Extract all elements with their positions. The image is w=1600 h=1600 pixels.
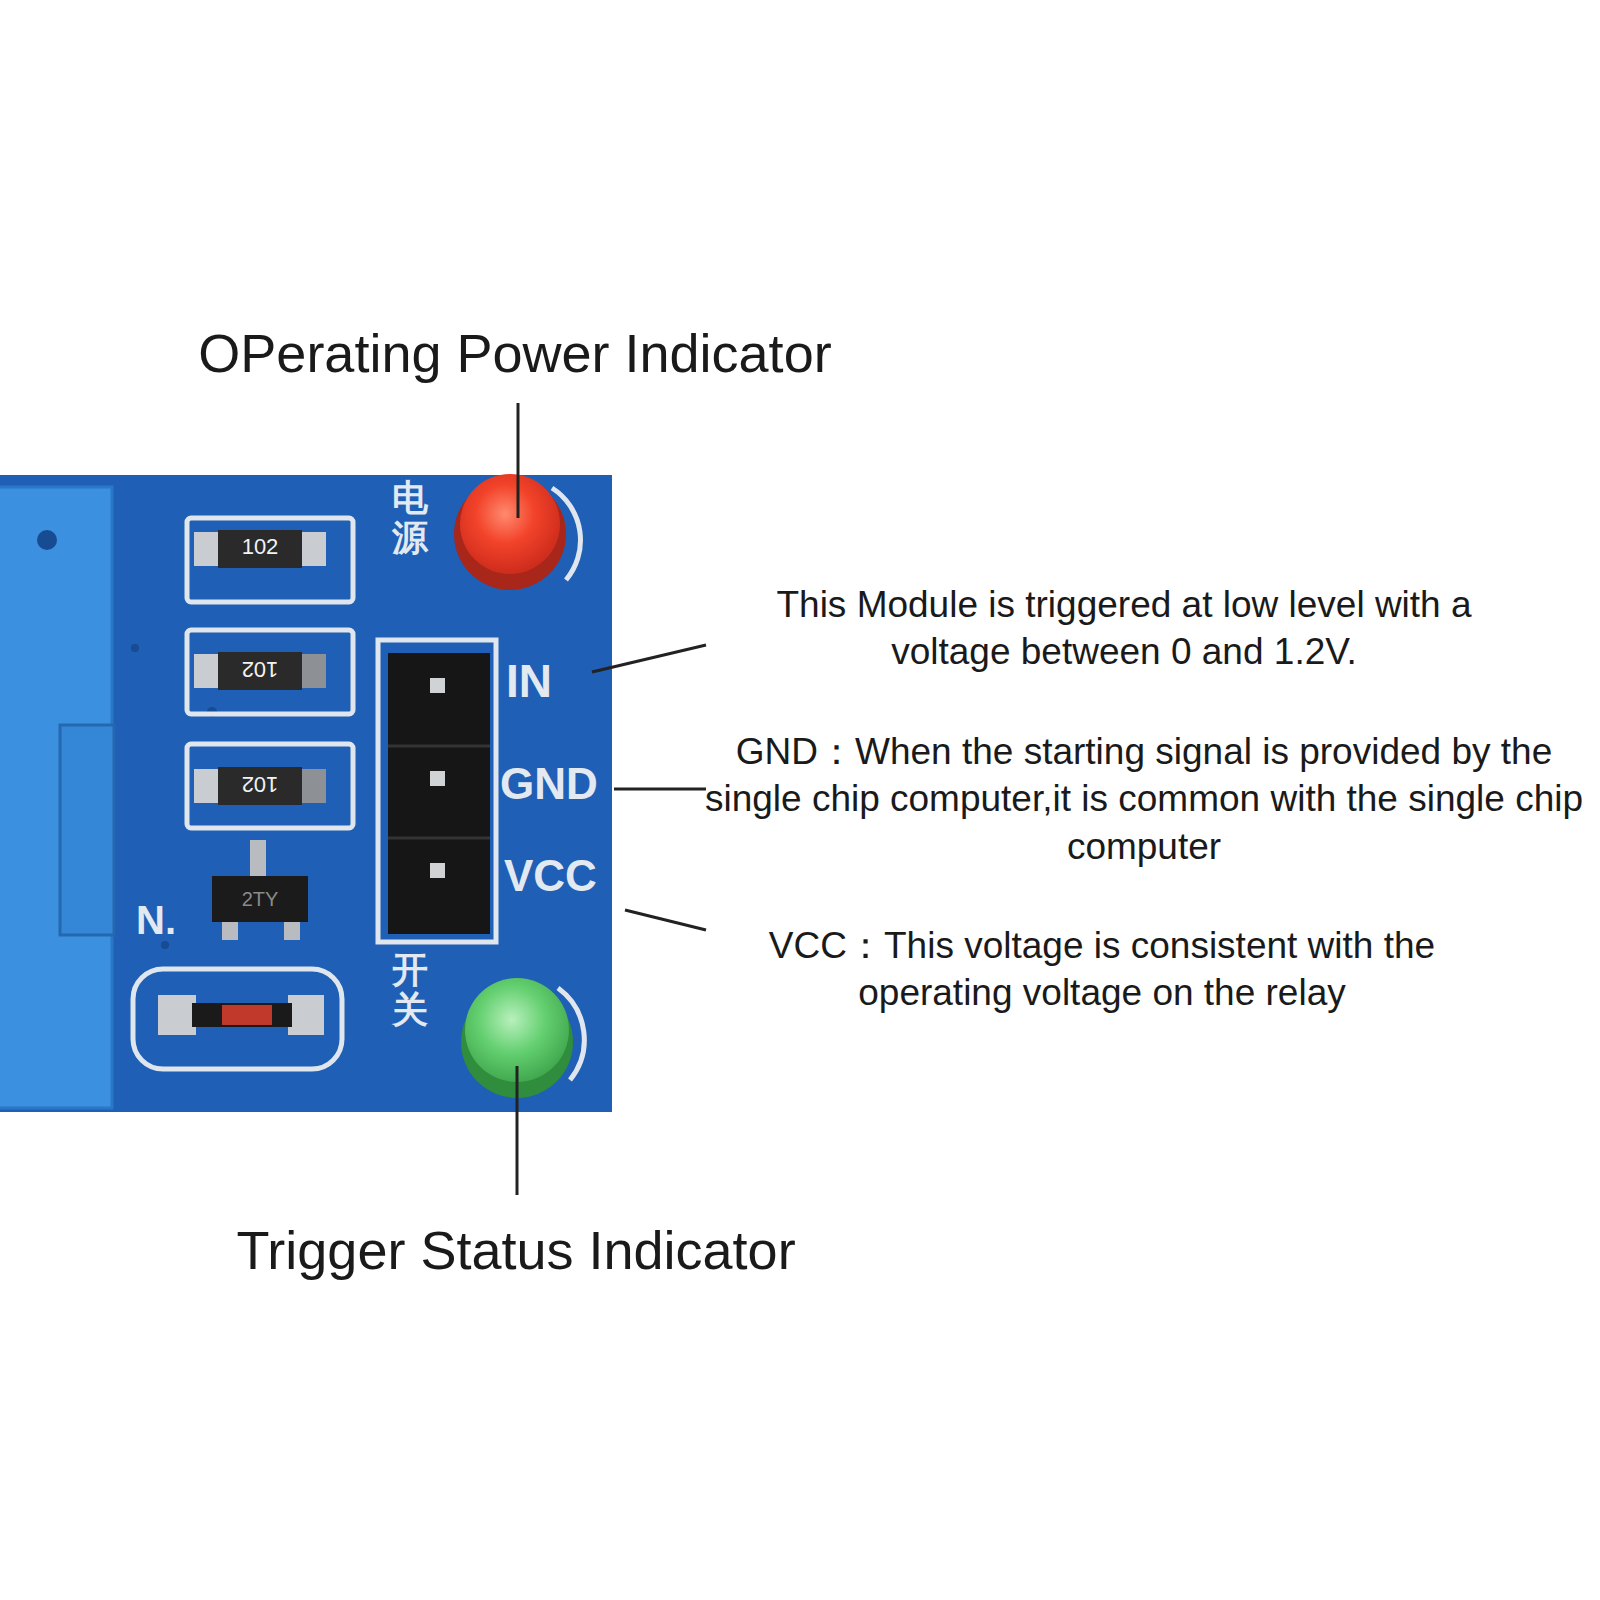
- resistor-symbol: [194, 767, 326, 805]
- transistor-symbol: [212, 840, 308, 940]
- power-led: [460, 474, 560, 574]
- resistor-pad: [194, 654, 222, 688]
- resistor-code: 102: [225, 772, 295, 796]
- header-pin: [430, 771, 445, 786]
- silk-outline: [133, 969, 342, 1069]
- resistor-pad: [298, 654, 326, 688]
- leader-line: [517, 403, 520, 518]
- callout-title: OPerating Power Indicator: [115, 322, 915, 384]
- annotation-note: VCC：This voltage is consistent with the …: [692, 922, 1512, 1017]
- via-dot: [131, 644, 139, 652]
- header-pin: [430, 678, 445, 693]
- silk-chinese: 电源: [392, 478, 428, 557]
- pin-name: VCC: [504, 852, 597, 900]
- diode-body: [192, 1003, 292, 1027]
- annotation-note: This Module is triggered at low level wi…: [714, 581, 1534, 676]
- leader-line: [516, 1066, 519, 1195]
- diode-glass: [222, 1005, 272, 1025]
- diode-pad: [288, 995, 324, 1035]
- resistor-code: 102: [225, 535, 295, 559]
- diode-pad: [158, 995, 196, 1035]
- silk-outline: [378, 640, 496, 942]
- pin-name: GND: [500, 760, 598, 808]
- leader-line: [614, 788, 706, 791]
- part-marking: 2TY: [225, 888, 295, 910]
- header-divider: [388, 745, 490, 748]
- resistor-code: 102: [225, 657, 295, 681]
- leader-line: [592, 645, 706, 672]
- via-dot: [161, 941, 169, 949]
- resistor-body: [218, 767, 302, 805]
- header-divider: [388, 837, 490, 840]
- silk-text: N.: [136, 898, 176, 942]
- resistor-pad: [298, 769, 326, 803]
- silk-outline: [187, 744, 353, 828]
- resistor-pad: [194, 532, 222, 566]
- diode-symbol: [158, 995, 324, 1035]
- header-pin: [430, 863, 445, 878]
- annotation-note: GND：When the starting signal is provided…: [704, 728, 1584, 870]
- transistor-body: [212, 876, 308, 922]
- relay-notch: [60, 725, 114, 935]
- silk-outline: [187, 630, 353, 714]
- leader-line: [625, 910, 706, 930]
- resistor-pad: [194, 769, 222, 803]
- resistor-pad: [298, 532, 326, 566]
- resistor-body: [218, 652, 302, 690]
- resistor-body: [218, 530, 302, 568]
- silk-outline: [187, 518, 353, 602]
- pin-header: [388, 653, 490, 934]
- relay-hole: [37, 530, 57, 550]
- callout-title: Trigger Status Indicator: [116, 1219, 916, 1281]
- resistor-symbol: [194, 530, 326, 568]
- silk-chinese: 开关: [392, 950, 428, 1029]
- transistor-leg: [250, 840, 266, 880]
- resistor-symbol: [194, 652, 326, 690]
- pin-name: IN: [506, 656, 552, 707]
